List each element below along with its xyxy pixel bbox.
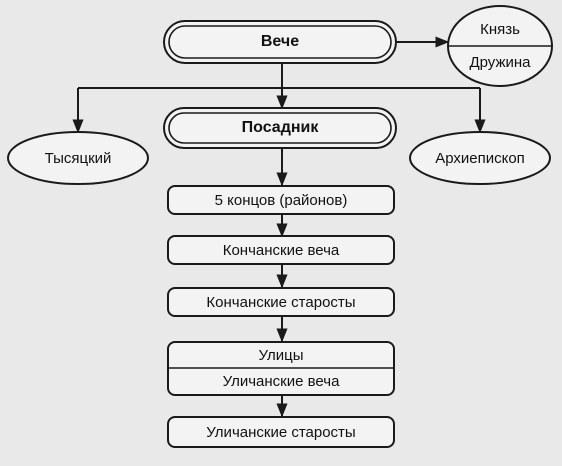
- connectors: [72, 36, 486, 418]
- konchanskie-starosty-label: Кончанские старосты: [206, 293, 356, 311]
- posadnik-box: [163, 107, 397, 149]
- tysyatsky-ellipse: [7, 131, 149, 185]
- ulitsy-box: [167, 341, 395, 396]
- konchanskie-vecha-box: [167, 235, 395, 265]
- posadnik-label: Посадник: [241, 119, 319, 136]
- ulichanskie-starosty-label: Уличанские старосты: [206, 423, 356, 441]
- ulitsy-label: Улицы: [258, 346, 304, 364]
- veche-label: Вече: [260, 33, 300, 50]
- veche-box: [163, 20, 397, 64]
- druzhina-label: Дружина: [469, 53, 531, 71]
- konchanskie-starosty-box: [167, 287, 395, 317]
- tysyatsky-label: Тысяцкий: [44, 149, 112, 167]
- knyaz-druzhina-ellipse: [447, 5, 553, 87]
- arkhiepiskop-label: Архиепископ: [435, 149, 525, 167]
- konchanskie-vecha-label: Кончанские веча: [222, 241, 340, 259]
- kontsy-box: [167, 185, 395, 215]
- knyaz-label: Князь: [480, 20, 520, 38]
- ulichanskie-vecha-label: Уличанские веча: [222, 373, 340, 390]
- arkhiepiskop-ellipse: [409, 131, 551, 185]
- ulichanskie-starosty-box: [167, 416, 395, 448]
- kontsy-label: 5 концов (районов): [214, 191, 348, 209]
